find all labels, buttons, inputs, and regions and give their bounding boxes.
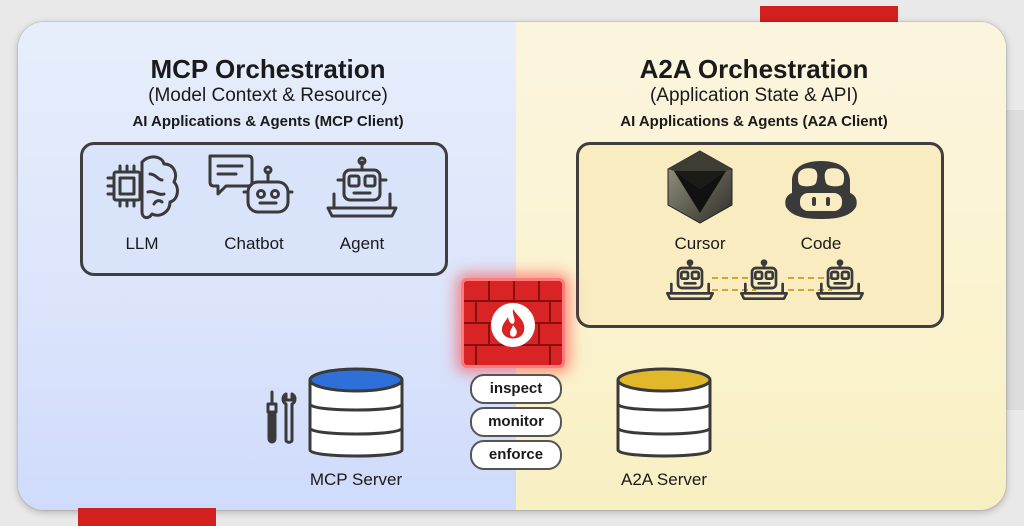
chatbot-icon [208, 154, 294, 214]
brick-wall-icon [464, 281, 562, 365]
a2a-client-box [576, 142, 944, 328]
robot-laptop-icon [740, 259, 788, 300]
a2a-subtitle: (Application State & API) [649, 85, 859, 106]
a2a-server-label: A2A Server [621, 470, 707, 489]
robot-laptop-icon [326, 156, 398, 218]
code-label: Code [800, 234, 842, 253]
firewall-icon [461, 278, 565, 368]
agent-network-lines [712, 277, 832, 291]
chatbot-label: Chatbot [224, 234, 284, 253]
monitor-pill: monitor [470, 407, 562, 437]
robot-laptop-icon [816, 259, 864, 300]
cursor-label: Cursor [674, 234, 726, 253]
mcp-client-label: AI Applications & Agents (MCP Client) [132, 113, 404, 130]
tools-icon [266, 390, 297, 444]
mcp-subtitle: (Model Context & Resource) [148, 85, 388, 106]
agent-label: Agent [339, 234, 385, 253]
brain-chip-icon [106, 155, 179, 220]
decorative-bar-top [760, 6, 898, 26]
mcp-server-database-icon [308, 367, 404, 458]
decorative-bar-bottom [78, 508, 216, 526]
flame-icon [501, 309, 525, 339]
a2a-server-database-icon [616, 367, 712, 458]
inspect-pill: inspect [470, 374, 562, 404]
diagram-card: MCP Orchestration (Model Context & Resou… [18, 22, 1006, 510]
cursor-logo-icon [667, 150, 733, 224]
mcp-title: MCP Orchestration [150, 54, 386, 84]
copilot-icon [785, 161, 857, 219]
a2a-server-top [616, 367, 712, 393]
enforce-pill: enforce [470, 440, 562, 470]
mcp-server-top [308, 367, 404, 393]
robot-laptop-icon [666, 259, 714, 300]
llm-label: LLM [125, 234, 159, 253]
mcp-server-label: MCP Server [309, 470, 403, 489]
a2a-title: A2A Orchestration [639, 54, 869, 84]
a2a-client-label: AI Applications & Agents (A2A Client) [620, 113, 888, 130]
